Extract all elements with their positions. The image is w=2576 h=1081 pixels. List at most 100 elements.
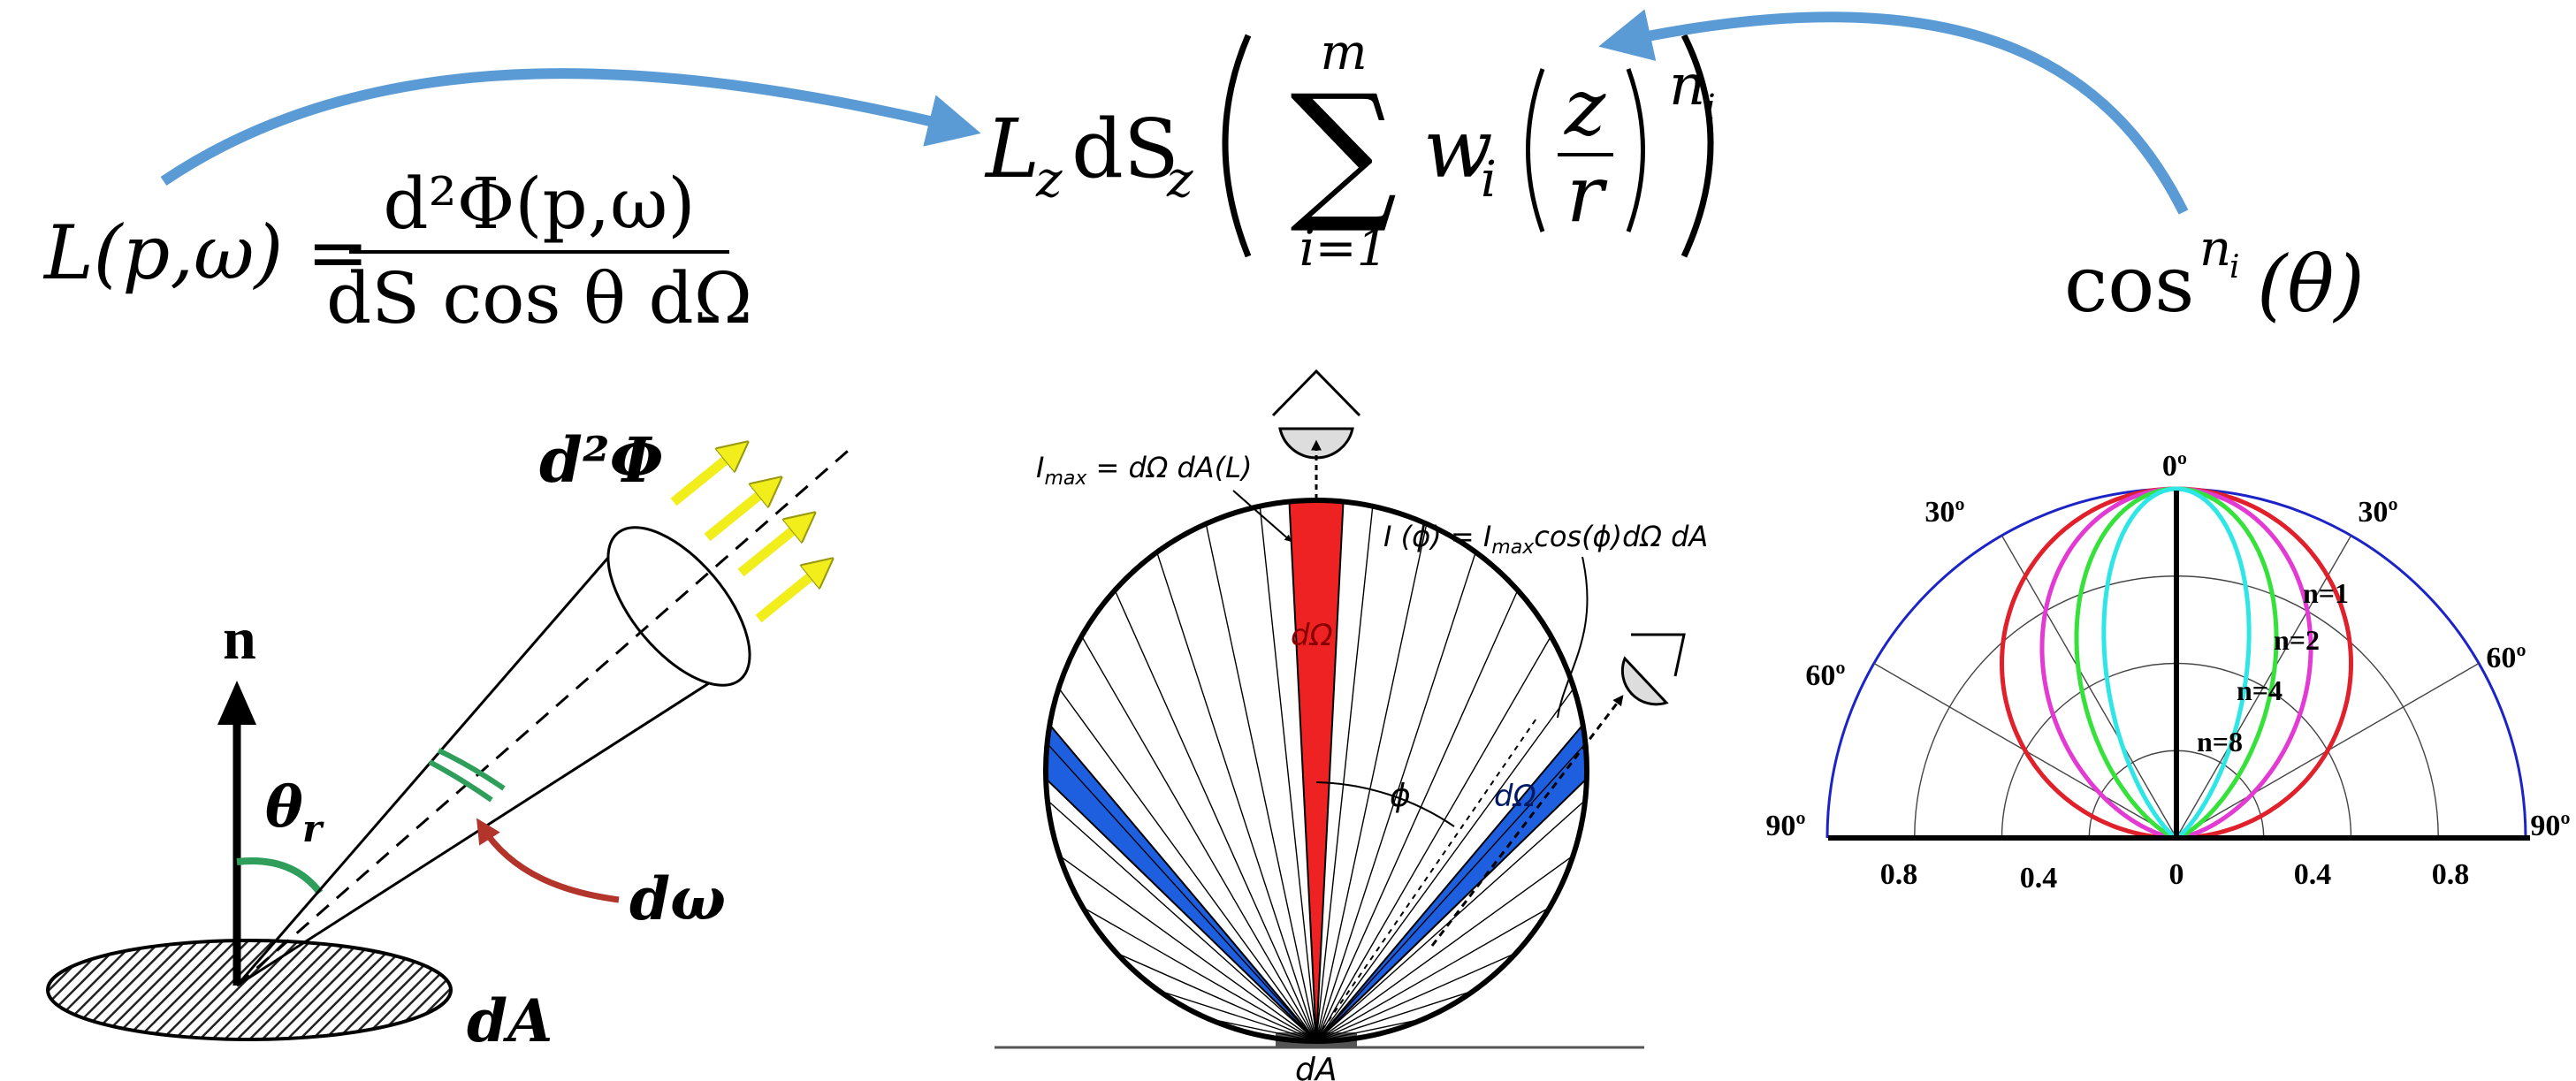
weight-sub: i: [1481, 151, 1497, 209]
top-eye-icon: [1271, 369, 1361, 460]
polar-curve-n8: [2101, 486, 2252, 841]
sphere-ray: [1205, 523, 1317, 1042]
inner-left-paren: [1526, 68, 1545, 232]
polar-chart: 0º 30º 30º 60º 60º 90º 90º 0.8 0.4 0 0.4…: [1765, 450, 2570, 894]
curve-label-n8: n=8: [2197, 726, 2243, 757]
imax-pointer: [1232, 490, 1292, 543]
theta-label: θ: [265, 774, 303, 841]
polar-grid-spoke: [2001, 535, 2177, 839]
sphere-ray: [1315, 742, 1586, 1042]
cosine-formula: cos n i (θ): [2064, 220, 2365, 330]
model-ds: dS: [1071, 102, 1179, 196]
angle-label-90-right: 90º: [2530, 810, 2570, 842]
axis-tick-2: 0: [2169, 858, 2184, 891]
curve-label-n2: n=2: [2274, 624, 2320, 656]
sphere-ray: [1080, 636, 1317, 1042]
domega-arrow: [476, 818, 620, 903]
radiance-denominator: dS cos θ dΩ: [326, 257, 752, 339]
left-paren: [1222, 34, 1252, 258]
radiance-formula: L(p,ω) = d²Φ(p,ω) dS cos θ dΩ: [42, 163, 752, 339]
intensity-label: I (ϕ) = Imaxcos(ϕ)dΩ dA: [1383, 520, 1708, 559]
sphere-ray: [1156, 552, 1317, 1042]
theta-sub: r: [302, 807, 324, 850]
sphere-ray: [1315, 906, 1551, 1042]
phi-arc: [1315, 781, 1455, 827]
sphere-ray: [1315, 506, 1374, 1042]
imax-label: Imax = dΩ dA(L): [1036, 451, 1252, 490]
cone-axis: [236, 445, 854, 987]
blue-sector-left: [1045, 722, 1317, 1042]
radiance-numerator: d²Φ(p,ω): [383, 163, 695, 245]
left-curved-arrow: [160, 68, 981, 186]
sphere-ray: [1059, 855, 1317, 1042]
sector-center-line: [1315, 715, 1539, 1039]
normal-arrowhead: [217, 681, 256, 725]
sphere-ray: [1082, 906, 1317, 1042]
normal-label: n: [223, 605, 256, 672]
sphere-ray: [1047, 799, 1317, 1042]
sphere-ray: [1315, 855, 1574, 1042]
sum-upper: m: [1320, 24, 1367, 81]
cone-edge-top: [235, 544, 621, 986]
sphere-ray: [1315, 590, 1519, 1042]
angle-label-60-right: 60º: [2486, 642, 2526, 674]
angle-label-0: 0º: [2162, 450, 2187, 483]
area-label: dA: [467, 986, 553, 1055]
frac-den: r: [1566, 148, 1608, 240]
sphere-rays: [1045, 499, 1588, 1042]
surface-patch: [46, 939, 453, 1041]
side-view-ray: [1430, 695, 1624, 947]
sphere-ray: [1315, 952, 1517, 1042]
flux-arrow-4: [755, 566, 824, 623]
intensity-pointer: [1557, 556, 1589, 719]
model-prefix: L: [984, 102, 1040, 196]
sum-sign: ∑: [1290, 63, 1397, 238]
axis-tick-4: 0.8: [2432, 858, 2470, 891]
angle-label-30-left: 30º: [1924, 496, 1964, 529]
sphere-ray: [1315, 688, 1574, 1042]
domega-side-label: dΩ: [1494, 779, 1536, 814]
right-curved-arrow: [1598, 9, 2189, 215]
theta-arc: [236, 857, 324, 895]
flux-label: d²Φ: [539, 423, 664, 497]
axis-tick-0: 0.8: [1880, 858, 1918, 891]
angle-label-60-left: 60º: [1805, 659, 1845, 692]
sphere-ray: [1315, 990, 1475, 1042]
sphere-outline: [1043, 498, 1589, 1044]
inner-right-paren: [1626, 68, 1645, 232]
model-ds-sub: z: [1166, 151, 1193, 209]
axis-tick-1: 0.4: [2020, 862, 2058, 894]
weight: w: [1423, 102, 1493, 196]
polar-curves: [1999, 486, 2354, 841]
cone-diagram: n θ r dω dA d²Φ: [46, 423, 854, 1055]
radiance-lhs: L(p,ω) =: [42, 209, 369, 296]
curve-label-n4: n=4: [2237, 674, 2283, 706]
flux-arrow-1: [670, 449, 739, 506]
blue-sector-right: [1315, 722, 1588, 1042]
flux-arrows: [670, 449, 824, 623]
flux-arrow-3: [737, 520, 806, 577]
domega-label: dω: [629, 864, 726, 933]
sum-lower: i=1: [1299, 220, 1388, 278]
cos-term: cos: [2064, 239, 2194, 330]
sphere-area-label: dA: [1295, 1052, 1337, 1081]
sphere-ray: [1058, 688, 1317, 1042]
sphere-ray: [1116, 952, 1317, 1042]
cos-exp: n: [2199, 220, 2231, 278]
cone-mouth: [606, 526, 751, 687]
angle-label-90-left: 90º: [1765, 810, 1805, 842]
cos-exp-sub: i: [2229, 249, 2240, 285]
flux-arrow-2: [704, 484, 773, 542]
curve-label-n1: n=1: [2303, 577, 2349, 609]
solid-angle-ring-1: [428, 759, 493, 803]
axis-tick-3: 0.4: [2294, 858, 2332, 891]
frac-num: z: [1564, 62, 1606, 153]
sphere-ray: [1208, 1017, 1317, 1042]
sphere-ray: [1114, 590, 1317, 1042]
sphere-diagram: ϕ dΩ dΩ Imax = dΩ dA(L) I (ϕ) = Imaxcos(…: [995, 369, 1708, 1081]
side-eye-icon: [1620, 633, 1686, 706]
solid-angle-ring-2: [437, 748, 506, 791]
phi-label: ϕ: [1390, 778, 1411, 814]
polar-grid-spoke: [2176, 535, 2352, 839]
